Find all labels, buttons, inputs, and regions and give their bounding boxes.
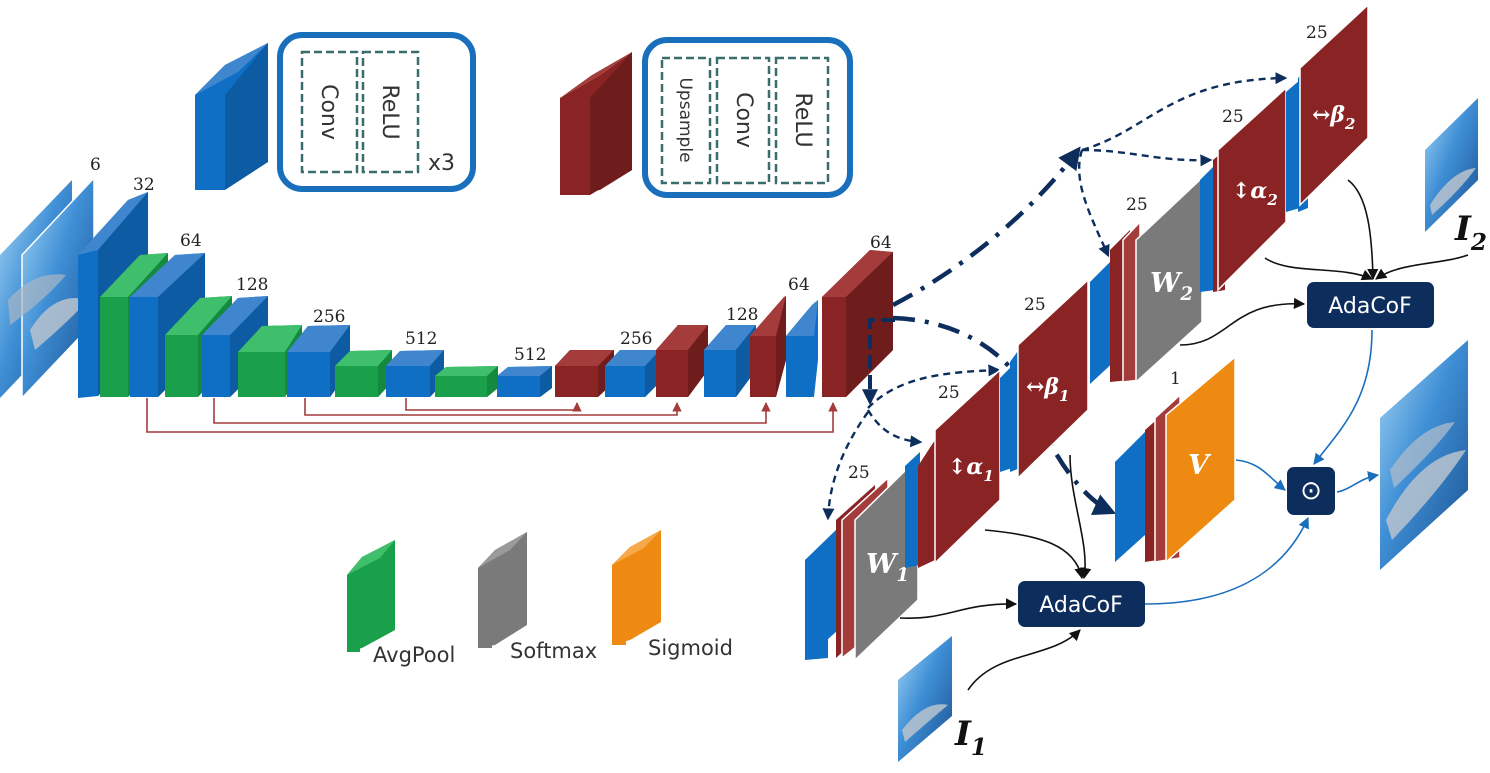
unet xyxy=(78,192,893,398)
legend-decoder-block: Upsample Conv ReLU xyxy=(560,37,853,198)
connectors xyxy=(899,179,1469,691)
legend-avgpool-label: AvgPool xyxy=(373,643,455,667)
head-v-label: V xyxy=(1188,450,1212,481)
input-frames-stack xyxy=(0,176,95,400)
skip-connections xyxy=(146,398,838,433)
ch-64b: 64 xyxy=(788,275,810,295)
branch-1: W1 25 ↕α1 25 ↔β1 25 xyxy=(805,278,1089,662)
to-branch1-dashed xyxy=(862,318,895,406)
ch-128b: 128 xyxy=(726,305,758,325)
ch-256b: 256 xyxy=(620,329,652,349)
head-w2-label: W2 xyxy=(1150,268,1193,305)
legend-relu2-label: ReLU xyxy=(790,92,815,147)
head-beta2-channels: 25 xyxy=(1306,23,1328,43)
multiply-op: ⊙ xyxy=(1287,467,1335,515)
ch-64c: 64 xyxy=(870,233,892,253)
ch-128: 128 xyxy=(236,275,268,295)
legend-avgpool: AvgPool xyxy=(347,540,455,667)
input-i1-label: I1 xyxy=(954,714,987,761)
multiply-symbol: ⊙ xyxy=(1300,476,1322,506)
occlusion-branch: V 1 xyxy=(1115,355,1236,564)
adacof-2: AdaCoF xyxy=(1307,282,1434,328)
adacof-1-label: AdaCoF xyxy=(1039,593,1123,618)
head-alpha1-label: ↕α1 xyxy=(948,454,994,485)
legend-upsample-label: Upsample xyxy=(675,77,695,162)
image-i2 xyxy=(1425,98,1478,232)
adacof-1: AdaCoF xyxy=(1018,581,1145,627)
head-w1-label: W1 xyxy=(866,549,909,586)
legend-softmax-label: Softmax xyxy=(510,639,597,663)
head-beta1-channels: 25 xyxy=(1024,295,1046,315)
ch-256: 256 xyxy=(313,307,345,327)
legend-sigmoid-label: Sigmoid xyxy=(648,636,733,660)
ch-512: 512 xyxy=(405,329,437,349)
legend-conv-label: Conv xyxy=(316,84,341,140)
unet-channel-labels: 6 32 64 128 256 512 512 256 128 64 64 xyxy=(90,155,892,365)
legend-conv2-label: Conv xyxy=(731,92,756,148)
ch-64: 64 xyxy=(180,231,202,251)
ch-512b: 512 xyxy=(514,345,546,365)
ch-6: 6 xyxy=(90,155,101,175)
head-dashed-links xyxy=(822,72,1288,521)
head-beta1-label: ↔β1 xyxy=(1026,374,1069,405)
head-alpha2-label: ↕α2 xyxy=(1232,178,1278,209)
image-output xyxy=(1380,340,1468,570)
ch-32: 32 xyxy=(133,175,155,195)
legend-softmax: Softmax xyxy=(478,532,597,663)
legend-encoder-block: Conv ReLU x3 xyxy=(195,32,476,192)
input-i2-label: I2 xyxy=(1454,209,1487,256)
legend-relu-label: ReLU xyxy=(377,84,402,139)
head-w2-channels: 25 xyxy=(1126,195,1148,215)
image-i1 xyxy=(898,636,952,762)
legend-repeat-label: x3 xyxy=(428,151,455,176)
branch-2: W2 25 ↕α2 25 ↔β2 25 xyxy=(1090,3,1369,384)
head-beta2-label: ↔β2 xyxy=(1312,102,1355,133)
adacof-2-label: AdaCoF xyxy=(1328,294,1412,319)
head-v-channels: 1 xyxy=(1170,369,1181,389)
legend-sigmoid: Sigmoid xyxy=(612,530,733,660)
head-alpha1-channels: 25 xyxy=(938,383,960,403)
head-alpha2-channels: 25 xyxy=(1222,107,1244,127)
head-w1-channels: 25 xyxy=(848,463,870,483)
